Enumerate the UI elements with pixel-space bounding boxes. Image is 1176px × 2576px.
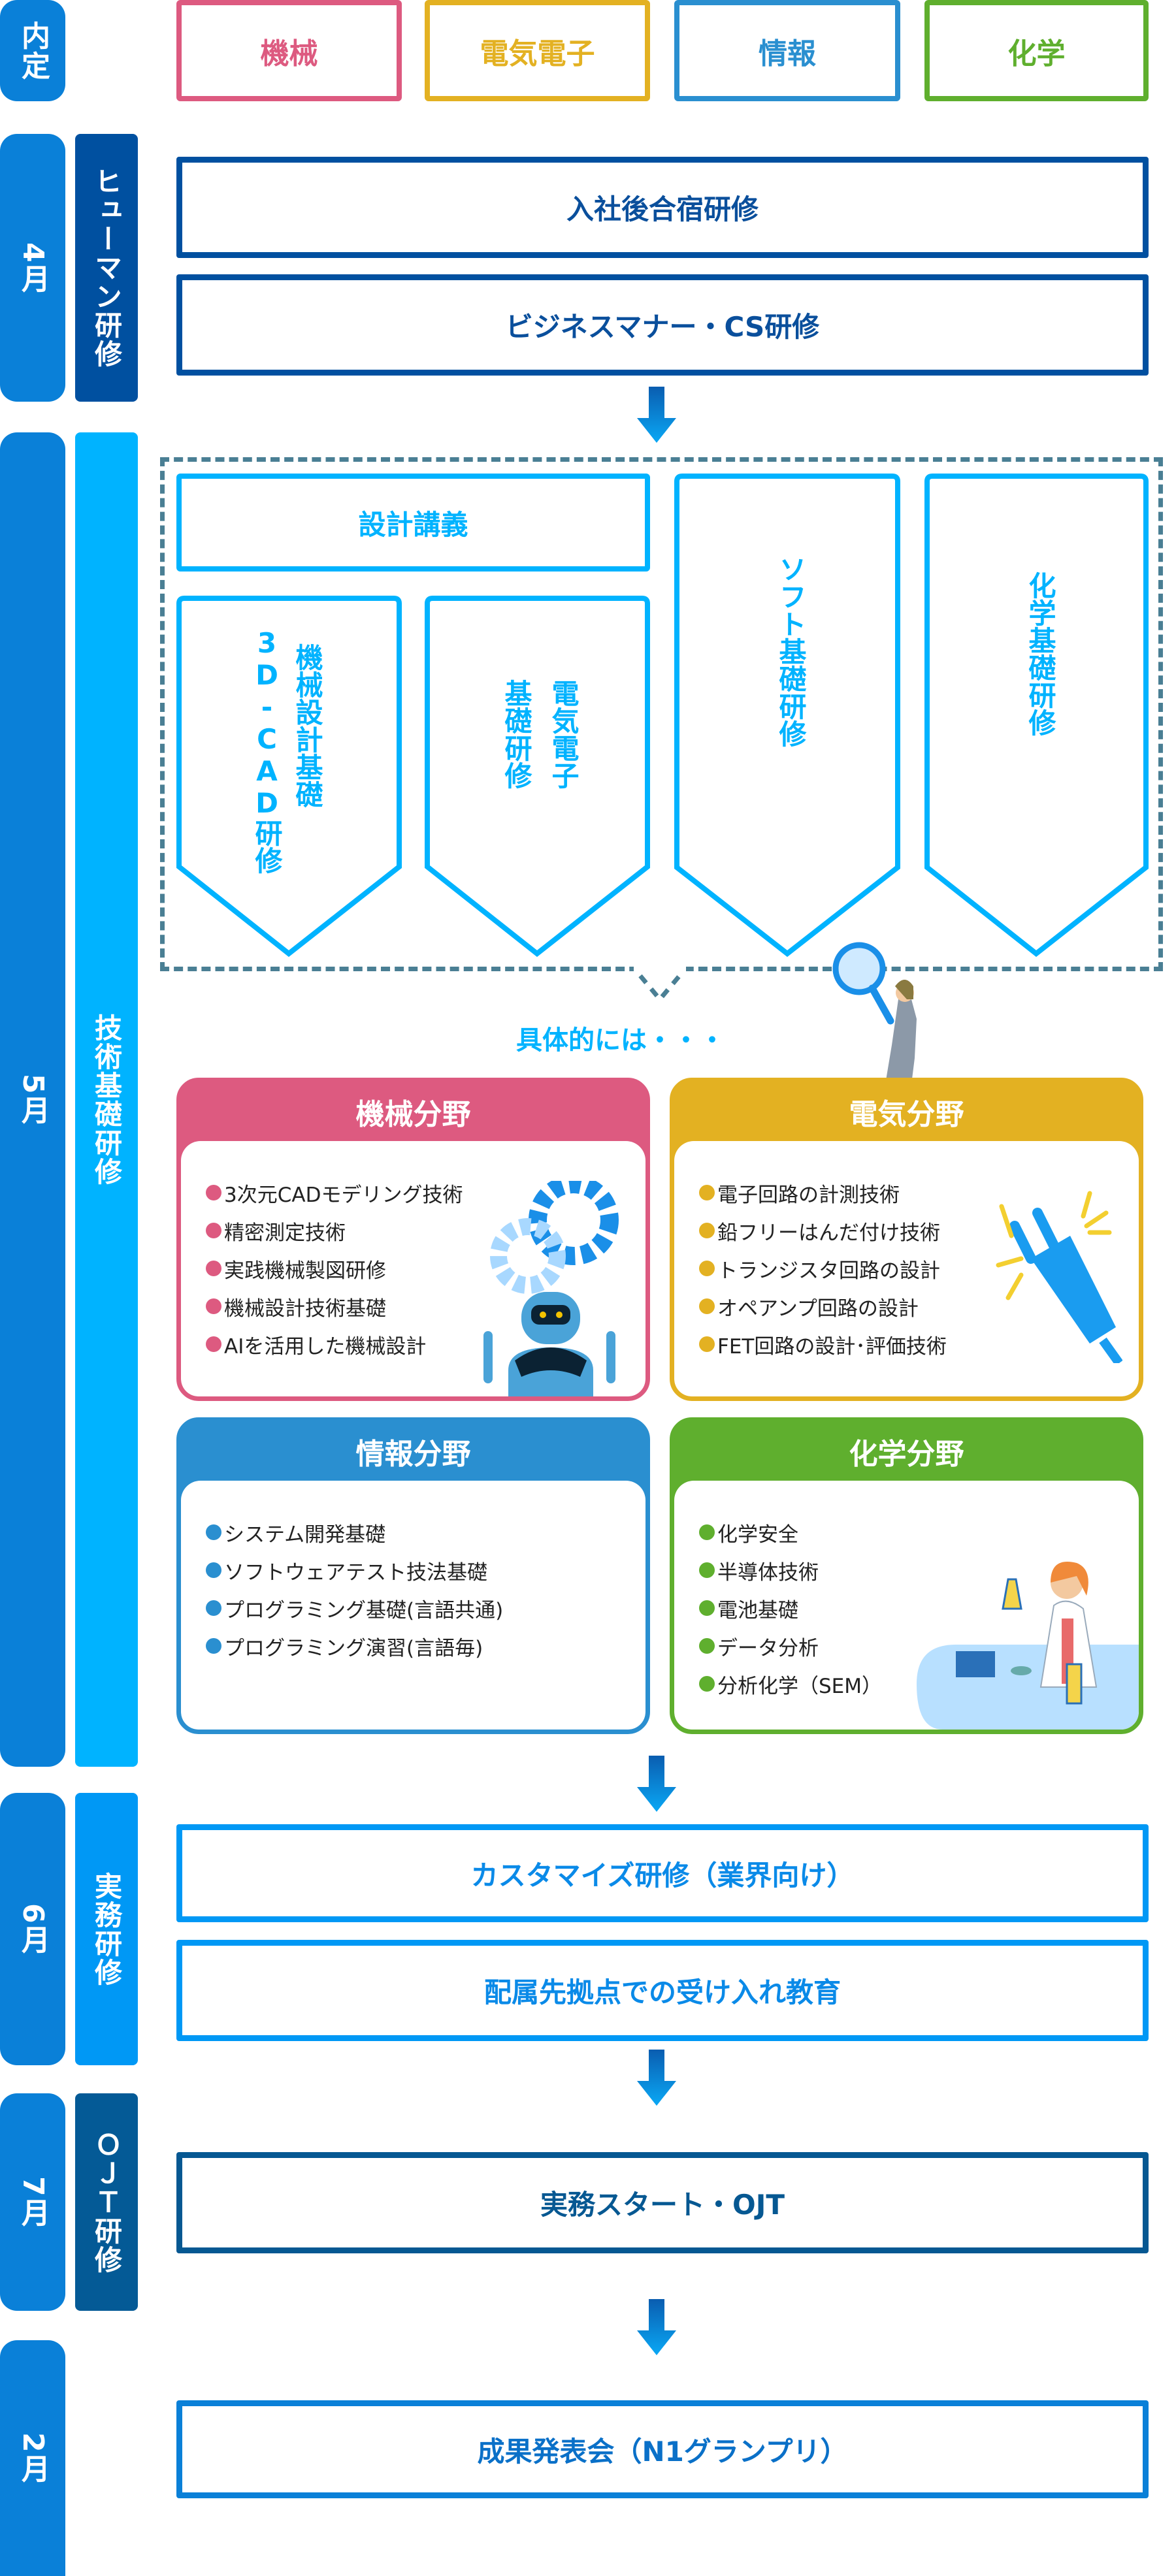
bullet-icon bbox=[206, 1638, 221, 1654]
course-3dcad: 3D-CAD研修 bbox=[251, 627, 283, 874]
bullet-icon bbox=[699, 1676, 715, 1692]
course-pentagon-mech bbox=[176, 596, 402, 958]
plug-icon bbox=[996, 1191, 1122, 1363]
card-title: 電気分野 bbox=[849, 1098, 964, 1131]
list-item: トランジスタ回路の設計 bbox=[699, 1249, 1139, 1287]
list-item: AIを活用した機械設計 bbox=[206, 1325, 645, 1363]
bullet-icon bbox=[699, 1600, 715, 1616]
card-information: 情報分野 システム開発基礎 ソフトウェアテスト技法基礎 プログラミング基礎(言語… bbox=[176, 1417, 650, 1734]
field-mechanical: 機械 bbox=[176, 0, 402, 101]
down-arrow-icon bbox=[637, 2299, 676, 2355]
course-chemistry: 化学基礎研修 bbox=[1024, 572, 1056, 736]
field-information: 情報 bbox=[674, 0, 900, 101]
bullet-icon bbox=[699, 1261, 715, 1276]
step-results-presentation: 成果発表会（N1グランプリ） bbox=[176, 2400, 1149, 2498]
magnifier-person-icon bbox=[832, 942, 917, 1084]
list-item: 3次元CADモデリング技術 bbox=[206, 1174, 645, 1212]
list-item: データ分析 bbox=[699, 1627, 1139, 1665]
bullet-icon bbox=[206, 1261, 221, 1276]
notch-icon bbox=[634, 967, 686, 1003]
robot-gears-icon bbox=[483, 1181, 619, 1396]
bullet-icon bbox=[699, 1336, 715, 1352]
bullet-icon bbox=[206, 1562, 221, 1578]
list-item: プログラミング演習(言語毎) bbox=[206, 1627, 645, 1665]
bullet-icon bbox=[206, 1336, 221, 1352]
list-item: オペアンプ回路の設計 bbox=[699, 1287, 1139, 1325]
list-item: 機械設計技術基礎 bbox=[206, 1287, 645, 1325]
category-human-training: ヒューマン研修 bbox=[75, 134, 138, 402]
bullet-icon bbox=[206, 1524, 221, 1540]
course-mech-design: 機械設計基礎 bbox=[291, 643, 323, 808]
list-item: 電池基礎 bbox=[699, 1589, 1139, 1627]
bullet-icon bbox=[699, 1185, 715, 1200]
course-electrical: 電気電子 bbox=[547, 679, 580, 789]
field-chemistry: 化学 bbox=[924, 0, 1149, 101]
card-title: 情報分野 bbox=[355, 1438, 471, 1471]
card-title: 機械分野 bbox=[355, 1098, 471, 1131]
list-item: 化学安全 bbox=[699, 1513, 1139, 1551]
bullet-icon bbox=[699, 1562, 715, 1578]
course-pentagon-soft bbox=[674, 474, 900, 958]
step-business-manner: ビジネスマナー・CS研修 bbox=[176, 274, 1149, 376]
course-software: ソフト基礎研修 bbox=[775, 555, 807, 747]
concretely-label: 具体的には・・・ bbox=[516, 1025, 725, 1055]
down-arrow-icon bbox=[637, 387, 676, 443]
list-item: FET回路の設計･評価技術 bbox=[699, 1325, 1139, 1363]
list-item: システム開発基礎 bbox=[206, 1513, 645, 1551]
step-site-onboarding: 配属先拠点での受け入れ教育 bbox=[176, 1940, 1149, 2041]
course-electrical-basic: 基礎研修 bbox=[500, 679, 532, 789]
bullet-icon bbox=[206, 1185, 221, 1200]
down-arrow-icon bbox=[637, 1756, 676, 1812]
list-item: ソフトウェアテスト技法基礎 bbox=[206, 1551, 645, 1589]
scientist-lab-icon bbox=[917, 1562, 1139, 1730]
bullet-icon bbox=[699, 1223, 715, 1238]
list-item: 分析化学（SEM） bbox=[699, 1665, 1139, 1703]
bullet-icon bbox=[206, 1600, 221, 1616]
course-pentagon-chem bbox=[924, 474, 1149, 958]
list-item: 半導体技術 bbox=[699, 1551, 1139, 1589]
naitei-label: 内定 bbox=[0, 0, 65, 101]
list-item: 実践機械製図研修 bbox=[206, 1249, 645, 1287]
bullet-icon bbox=[699, 1524, 715, 1540]
bullet-icon bbox=[206, 1298, 221, 1314]
lecture-box: 設計講義 bbox=[176, 474, 650, 572]
bullet-icon bbox=[699, 1638, 715, 1654]
card-title: 化学分野 bbox=[849, 1438, 964, 1471]
list-item: プログラミング基礎(言語共通) bbox=[206, 1589, 645, 1627]
card-electrical: 電気分野 電子回路の計測技術 鉛フリーはんだ付け技術 トランジスタ回路の設計 オ… bbox=[670, 1078, 1143, 1401]
category-ojt-training: ＯＪＴ研修 bbox=[75, 2093, 138, 2311]
list-item: 鉛フリーはんだ付け技術 bbox=[699, 1212, 1139, 1249]
category-tech-basics: 技術基礎研修 bbox=[75, 432, 138, 1767]
step-ojt-start: 実務スタート・OJT bbox=[176, 2152, 1149, 2253]
month-july: 7月 bbox=[0, 2093, 65, 2311]
step-onboarding-camp: 入社後合宿研修 bbox=[176, 157, 1149, 258]
month-april: 4月 bbox=[0, 134, 65, 402]
field-electrical: 電気電子 bbox=[425, 0, 650, 101]
month-february: 2月 bbox=[0, 2340, 65, 2576]
step-customize-training: カスタマイズ研修（業界向け） bbox=[176, 1824, 1149, 1922]
course-pentagon-elec bbox=[425, 596, 650, 958]
list-item: 精密測定技術 bbox=[206, 1212, 645, 1249]
category-practical-training: 実務研修 bbox=[75, 1793, 138, 2065]
card-chemistry: 化学分野 化学安全 半導体技術 電池基礎 データ分析 分析化学（SEM） bbox=[670, 1417, 1143, 1734]
bullet-icon bbox=[206, 1223, 221, 1238]
down-arrow-icon bbox=[637, 2050, 676, 2106]
card-mechanical: 機械分野 3次元CADモデリング技術 精密測定技術 実践機械製図研修 機械設計技… bbox=[176, 1078, 650, 1401]
list-item: 電子回路の計測技術 bbox=[699, 1174, 1139, 1212]
month-june: 6月 bbox=[0, 1793, 65, 2065]
month-may: 5月 bbox=[0, 432, 65, 1767]
bullet-icon bbox=[699, 1298, 715, 1314]
